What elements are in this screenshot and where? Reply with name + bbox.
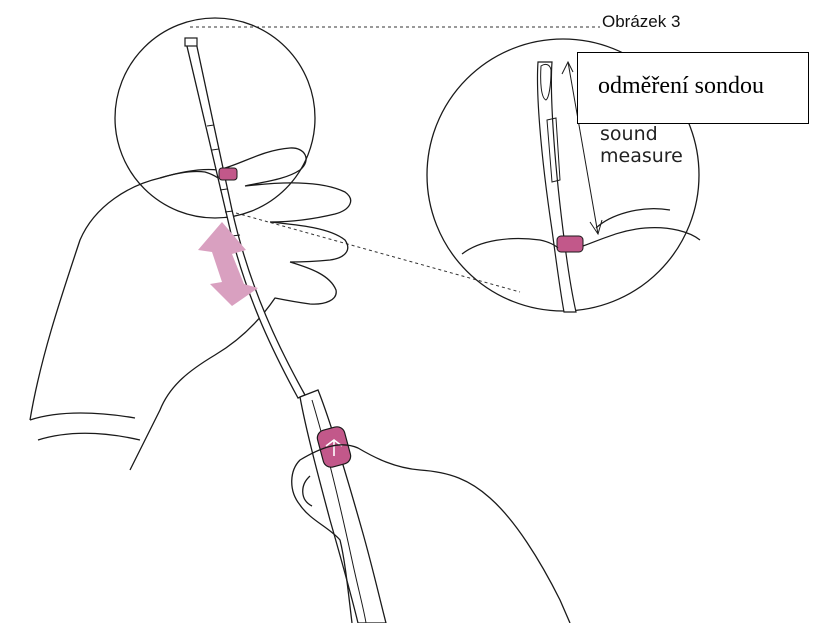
measure-arrowhead-top	[562, 62, 573, 74]
left-hand	[30, 148, 351, 470]
overlay-label-box: odměření sondou	[577, 52, 809, 124]
sound-shaft	[186, 42, 305, 398]
slider-right	[557, 236, 583, 252]
adjust-arrow	[198, 222, 258, 306]
overlay-label: odměření sondou	[598, 73, 764, 100]
zoom-shaft	[538, 62, 576, 312]
left-cuff	[30, 413, 140, 440]
figure-caption: Obrázek 3	[602, 12, 680, 32]
left-thumb	[160, 172, 224, 184]
sound-tip	[185, 38, 197, 46]
slider-left	[219, 168, 237, 180]
zoom-circle-left	[115, 18, 315, 218]
inset-label-sound: sound	[600, 125, 658, 144]
inset-label-measure: measure	[600, 147, 683, 166]
sound-handle	[300, 390, 386, 623]
